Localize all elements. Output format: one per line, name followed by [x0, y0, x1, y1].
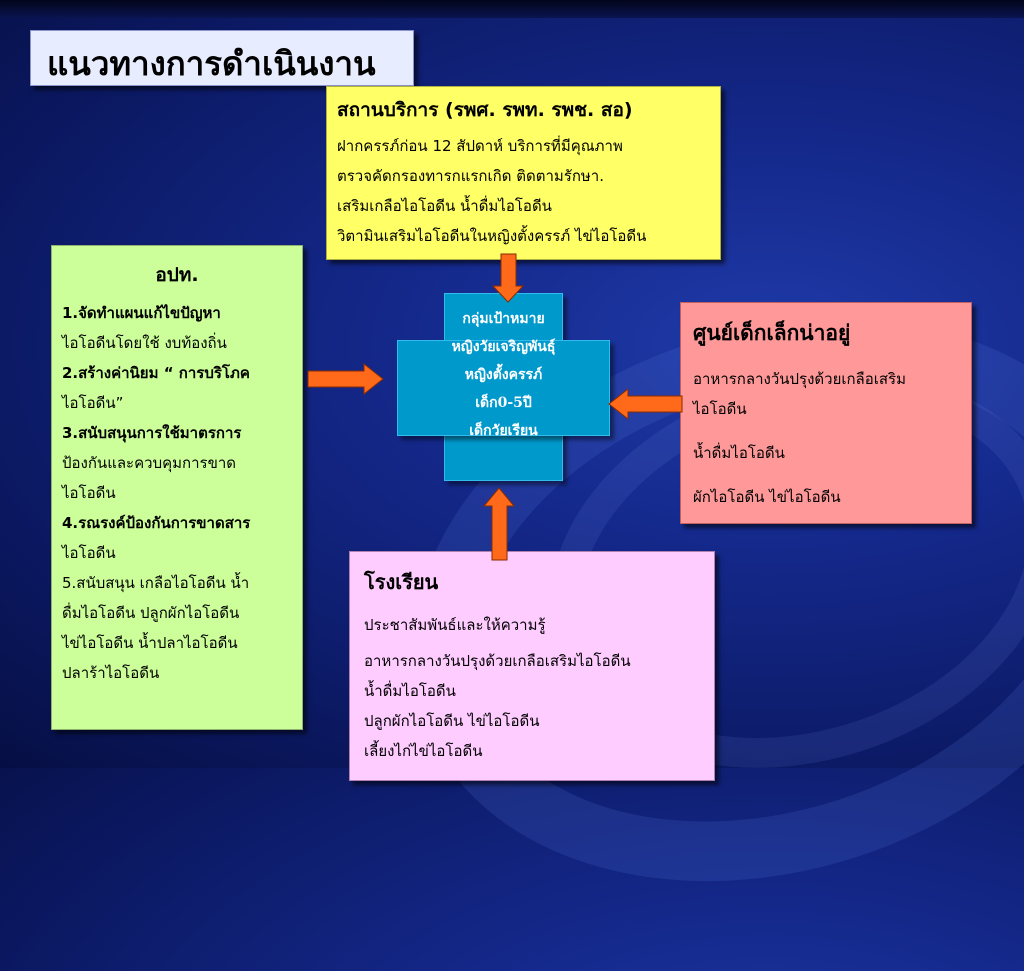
local-admin-line: ไอโอดีน	[62, 544, 116, 562]
local-admin-line: 5.สนับสนุน เกลือไอโอดีน น้ำ	[62, 574, 250, 592]
childcare-line: อาหารกลางวันปรุงด้วยเกลือเสริม	[693, 370, 906, 388]
local-admin-line: ไข่ไอโอดีน น้ำปลาไอโอดีน	[62, 634, 238, 652]
service-line: เสริมเกลือไอโอดีน น้ำดื่มไอโอดีน	[337, 197, 552, 215]
school-line: น้ำดื่มไอโอดีน	[364, 682, 456, 700]
local-admin-line: ไอโอดีน”	[62, 394, 124, 412]
arrow-right-icon	[307, 362, 384, 396]
slide-title: แนวทางการดำเนินงาน	[30, 30, 414, 86]
local-admin-line: ไอโอดีน	[62, 484, 116, 502]
target-group-cross-horizontal	[397, 340, 610, 436]
target-group-item: หญิงวัยเจริญพันธุ์	[451, 339, 556, 355]
service-heading: สถานบริการ (รพศ. รพท. รพช. สอ)	[337, 99, 633, 121]
childcare-line: ผักไอโอดีน ไข่ไอโอดีน	[693, 488, 841, 506]
school-box: โรงเรียน ประชาสัมพันธ์และให้ความรู้ อาหา…	[349, 551, 715, 781]
school-line: อาหารกลางวันปรุงด้วยเกลือเสริมไอโอดีน	[364, 652, 631, 670]
service-line: ฝากครรภ์ก่อน 12 สัปดาห์ บริการที่มีคุณภา…	[337, 137, 623, 155]
local-admin-line: 4.รณรงค์ป้องกันการขาดสาร	[62, 514, 251, 532]
local-admin-line: ป้องกันและควบคุมการขาด	[62, 454, 236, 472]
local-admin-line: 1.จัดทำแผนแก้ไขปัญหา	[62, 304, 221, 322]
childcare-line: ไอโอดีน	[693, 400, 747, 418]
childcare-heading: ศูนย์เด็กเล็กน่าอยู่	[693, 321, 851, 345]
local-admin-line: ดื่มไอโอดีน ปลูกผักไอโอดีน	[62, 604, 240, 622]
school-line: เลี้ยงไก่ไข่ไอโอดีน	[364, 742, 483, 760]
target-group-text: กลุ่มเป้าหมาย หญิงวัยเจริญพันธุ์ หญิงตั้…	[397, 305, 610, 445]
target-group-item: หญิงตั้งครรภ์	[464, 367, 543, 383]
target-group-item: เด็กวัยเรียน	[469, 423, 538, 439]
local-admin-line: ปลาร้าไอโอดีน	[62, 664, 160, 682]
school-line: ประชาสัมพันธ์และให้ความรู้	[364, 616, 546, 634]
top-band	[0, 0, 1024, 18]
service-line: ตรวจคัดกรองทารกแรกเกิด ติดตามรักษา.	[337, 167, 604, 185]
school-line: ปลูกผักไอโอดีน ไข่ไอโอดีน	[364, 712, 540, 730]
target-group-heading: กลุ่มเป้าหมาย	[462, 311, 545, 327]
local-admin-line: ไอโอดีนโดยใช้ งบท้องถิ่น	[62, 334, 227, 352]
service-box: สถานบริการ (รพศ. รพท. รพช. สอ) ฝากครรภ์ก…	[326, 86, 721, 260]
service-line: วิตามินเสริมไอโอดีนในหญิงตั้งครรภ์ ไข่ไอ…	[337, 227, 647, 245]
school-heading: โรงเรียน	[364, 570, 439, 594]
childcare-line: น้ำดื่มไอโอดีน	[693, 444, 785, 462]
local-admin-line: 2.สร้างค่านิยม “ การบริโภค	[62, 364, 250, 382]
target-group-item: เด็ก0-5ปี	[475, 395, 532, 411]
childcare-box: ศูนย์เด็กเล็กน่าอยู่ อาหารกลางวันปรุงด้ว…	[680, 302, 972, 524]
local-admin-box: อปท. 1.จัดทำแผนแก้ไขปัญหา ไอโอดีนโดยใช้ …	[51, 245, 303, 730]
local-admin-line: 3.สนับสนุนการใช้มาตรการ	[62, 424, 242, 442]
local-admin-heading: อปท.	[155, 264, 199, 286]
